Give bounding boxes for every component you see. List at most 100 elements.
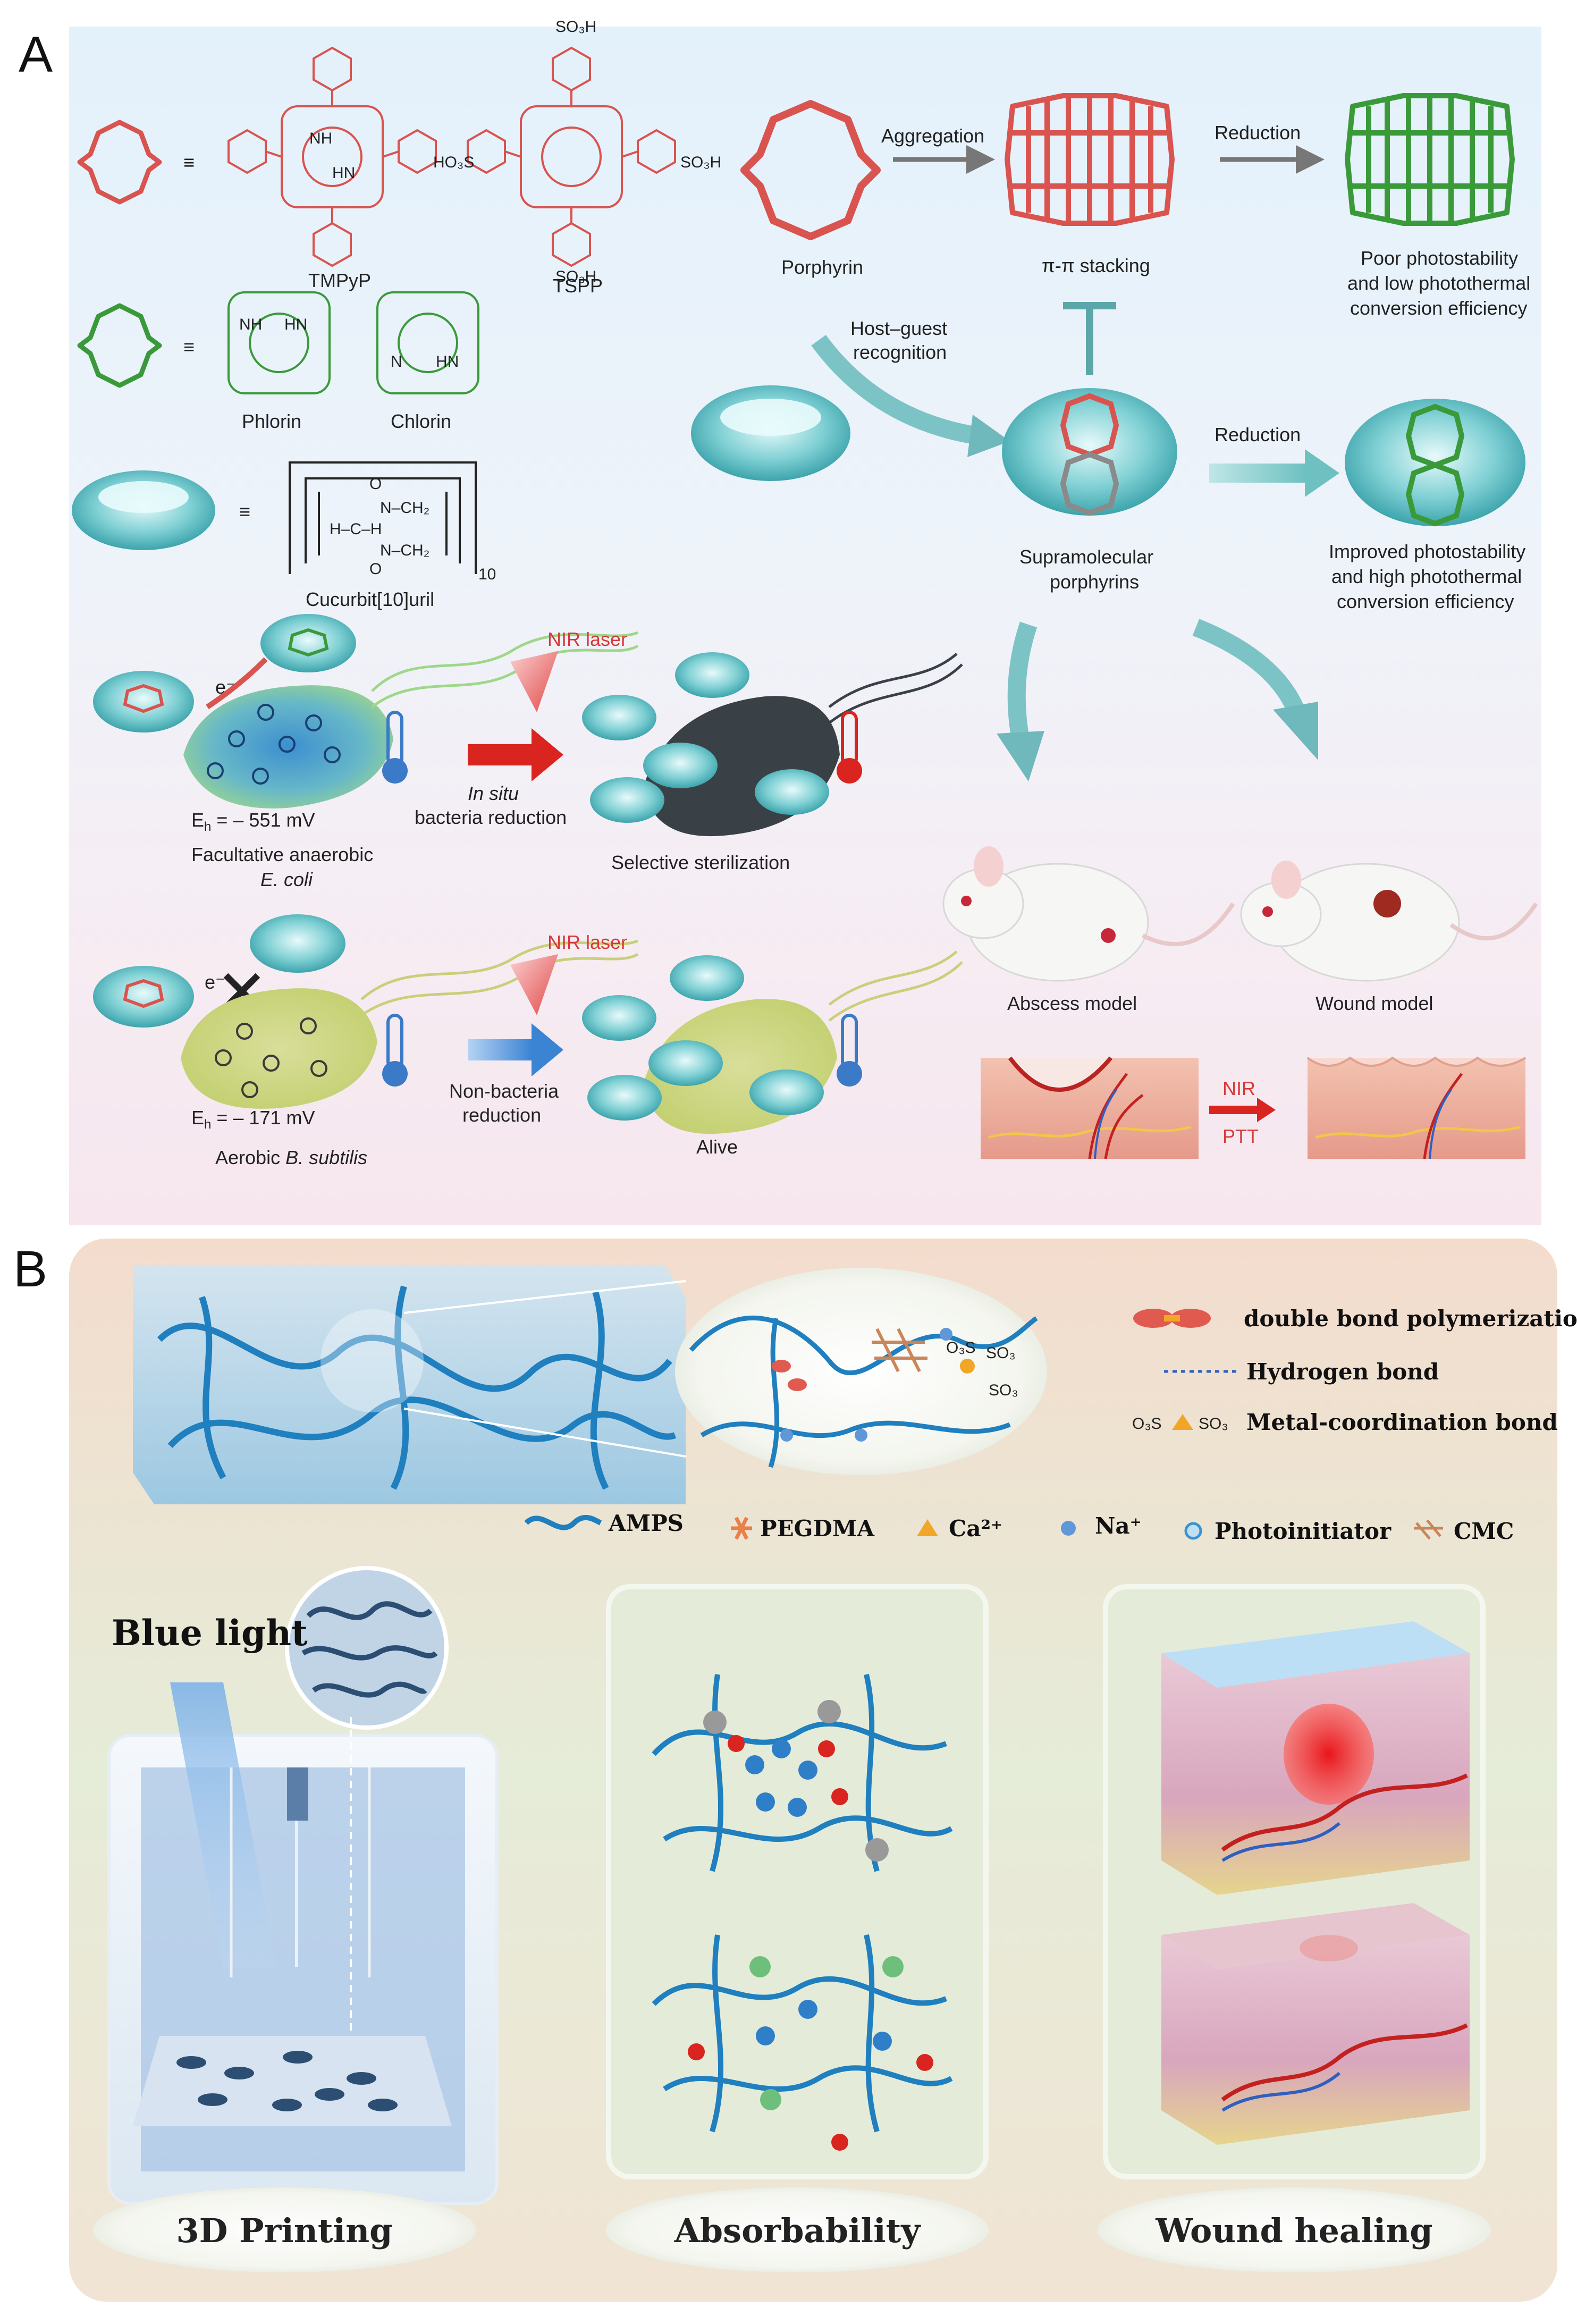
- poor-line-1: Poor photostability: [1361, 247, 1518, 269]
- ptt-label: PTT: [1222, 1125, 1259, 1147]
- in-situ-arrow: [468, 728, 563, 781]
- cucurbituril-icon: [72, 470, 215, 550]
- tspp-ho3s-left: HO₃S: [433, 154, 474, 171]
- sterilized-cb-complexes: [582, 652, 829, 823]
- cb-o-top: O: [369, 475, 382, 493]
- legend-na-icon: [1061, 1521, 1076, 1536]
- chlorin-molecule: [376, 291, 479, 394]
- tmpyp-nh-label: NH: [309, 130, 332, 147]
- cb-complex-bsub-left: [93, 966, 194, 1028]
- supramolecular-reduced: [1345, 399, 1525, 527]
- poor-line-2: and low photothermal: [1347, 272, 1530, 294]
- equiv-symbol-2: ≡: [183, 336, 195, 358]
- cb-h-mid: H–C–H: [330, 520, 382, 538]
- panel-a: A ≡ NH HN TMPyP: [19, 18, 1541, 1225]
- oval-so3-a: SO₃: [986, 1344, 1016, 1362]
- cb-o-bottom: O: [369, 560, 382, 578]
- legend-double-bond: double bond polymerization: [1244, 1306, 1577, 1332]
- tmpyp-hn-label: HN: [332, 164, 355, 182]
- blue-light-texture: [301, 1601, 438, 1698]
- pi-stack-green: [1345, 93, 1515, 226]
- pi-stack-red: [1005, 93, 1175, 226]
- aggregation-label: Aggregation: [881, 125, 984, 147]
- legend-amps-icon: [524, 1515, 602, 1530]
- legend-amps: AMPS: [608, 1510, 684, 1536]
- porphyrin-large-icon: [740, 100, 881, 240]
- chlorin-label: Chlorin: [391, 410, 451, 432]
- supramolecular-line-1: Supramolecular: [1019, 546, 1153, 568]
- legend-ca-icon: [917, 1519, 938, 1536]
- cucurbituril-label: Cucurbit[10]uril: [306, 588, 434, 610]
- skin-after: [1306, 1056, 1527, 1159]
- in-situ-label: In situ: [468, 782, 519, 804]
- inhibition-bar: [1063, 302, 1116, 375]
- nir-laser-beam-2: [510, 954, 558, 1015]
- legend-cmc-icon: [1414, 1519, 1443, 1540]
- zoom-oval: [675, 1268, 1047, 1475]
- equiv-symbol: ≡: [183, 151, 195, 173]
- e-minus-2: e⁻: [205, 971, 225, 993]
- bacteria-reduction-label: bacteria reduction: [415, 806, 567, 828]
- ecoli-species: E. coli: [260, 869, 313, 890]
- zoom-line-top: [403, 1280, 686, 1314]
- improved-line-2: and high photothermal: [1331, 566, 1522, 587]
- phlorin-hn: HN: [284, 316, 307, 333]
- equiv-symbol-3: ≡: [239, 501, 250, 523]
- tmpyp-label: TMPyP: [308, 270, 371, 291]
- skin-block-bottom: [1161, 1903, 1470, 2145]
- pill-absorbability: [606, 2187, 989, 2272]
- hydrogel-block: [133, 1265, 686, 1504]
- host-guest-arrow: [811, 334, 980, 445]
- ecoli-eh: Eh = – 551 mV: [191, 809, 315, 834]
- cb-complex-ecoli-top: [260, 614, 356, 672]
- non-bacteria-line-1: Non-bacteria: [449, 1080, 559, 1102]
- supramolecular-complex: [1002, 388, 1177, 516]
- panel-a-letter: A: [19, 26, 53, 83]
- legend-double-bond-icon: [1133, 1309, 1211, 1328]
- improved-line-1: Improved photostability: [1329, 541, 1525, 562]
- cb-complex-ecoli-left: [93, 671, 194, 732]
- label-wound-healing: Wound healing: [1155, 2211, 1432, 2250]
- thermometer-blue-1: [382, 711, 408, 784]
- absorbability-network-bottom: [652, 1934, 953, 2151]
- phlorin-label: Phlorin: [242, 410, 301, 432]
- legend-pegdma-icon: [731, 1517, 752, 1540]
- chlorin-n: N: [391, 353, 402, 371]
- poor-line-3: conversion efficiency: [1350, 297, 1528, 319]
- chlorin-ring-icon: [77, 303, 162, 388]
- down-arrow-left: [1007, 621, 1038, 741]
- phlorin-molecule: [227, 291, 331, 394]
- legend-ca: Ca²⁺: [949, 1515, 1002, 1542]
- tspp-label: TSPP: [553, 275, 603, 297]
- blue-light-label: Blue light: [112, 1612, 308, 1654]
- abscess-model-label: Abscess model: [1007, 992, 1137, 1014]
- cucurbituril-structure: [289, 461, 477, 574]
- tspp-so3h-top: SO₃H: [555, 18, 596, 36]
- host-guest-arrowhead: [967, 415, 1010, 457]
- host-guest-line-1: Host–guest: [850, 317, 947, 339]
- thermometer-blue-3: [837, 1014, 862, 1087]
- porphyrin-ring-icon: [77, 120, 162, 205]
- nir-label: NIR: [1222, 1077, 1255, 1099]
- panel-b-letter: B: [13, 1241, 47, 1298]
- legend-ca-triangle: [1172, 1414, 1193, 1430]
- legend-so3: SO₃: [1199, 1415, 1228, 1433]
- non-bacteria-line-2: reduction: [462, 1104, 541, 1126]
- bsub-charges: [215, 1017, 327, 1098]
- thermometer-red-1: [837, 711, 862, 784]
- zoom-line-bottom: [403, 1408, 686, 1458]
- reduction-top-label: Reduction: [1215, 122, 1301, 144]
- legend-na: Na⁺: [1095, 1513, 1142, 1539]
- absorbability-network-top: [652, 1673, 953, 1872]
- down-arrow-right: [1192, 619, 1305, 716]
- oval-o3s: O₃S: [946, 1339, 976, 1357]
- legend-cmc: CMC: [1454, 1518, 1514, 1544]
- pill-wound-healing: [1098, 2187, 1491, 2272]
- oval-so3-b: SO₃: [989, 1382, 1018, 1399]
- tspp-molecule: [467, 46, 676, 267]
- pill-3d-printing: [93, 2187, 476, 2272]
- tspp-so3h-right: SO₃H: [680, 154, 721, 171]
- ecoli-facultative: Facultative anaerobic: [191, 844, 373, 865]
- reduction-mid-label: Reduction: [1215, 424, 1301, 445]
- nir-laser-label-1: NIR laser: [547, 628, 627, 650]
